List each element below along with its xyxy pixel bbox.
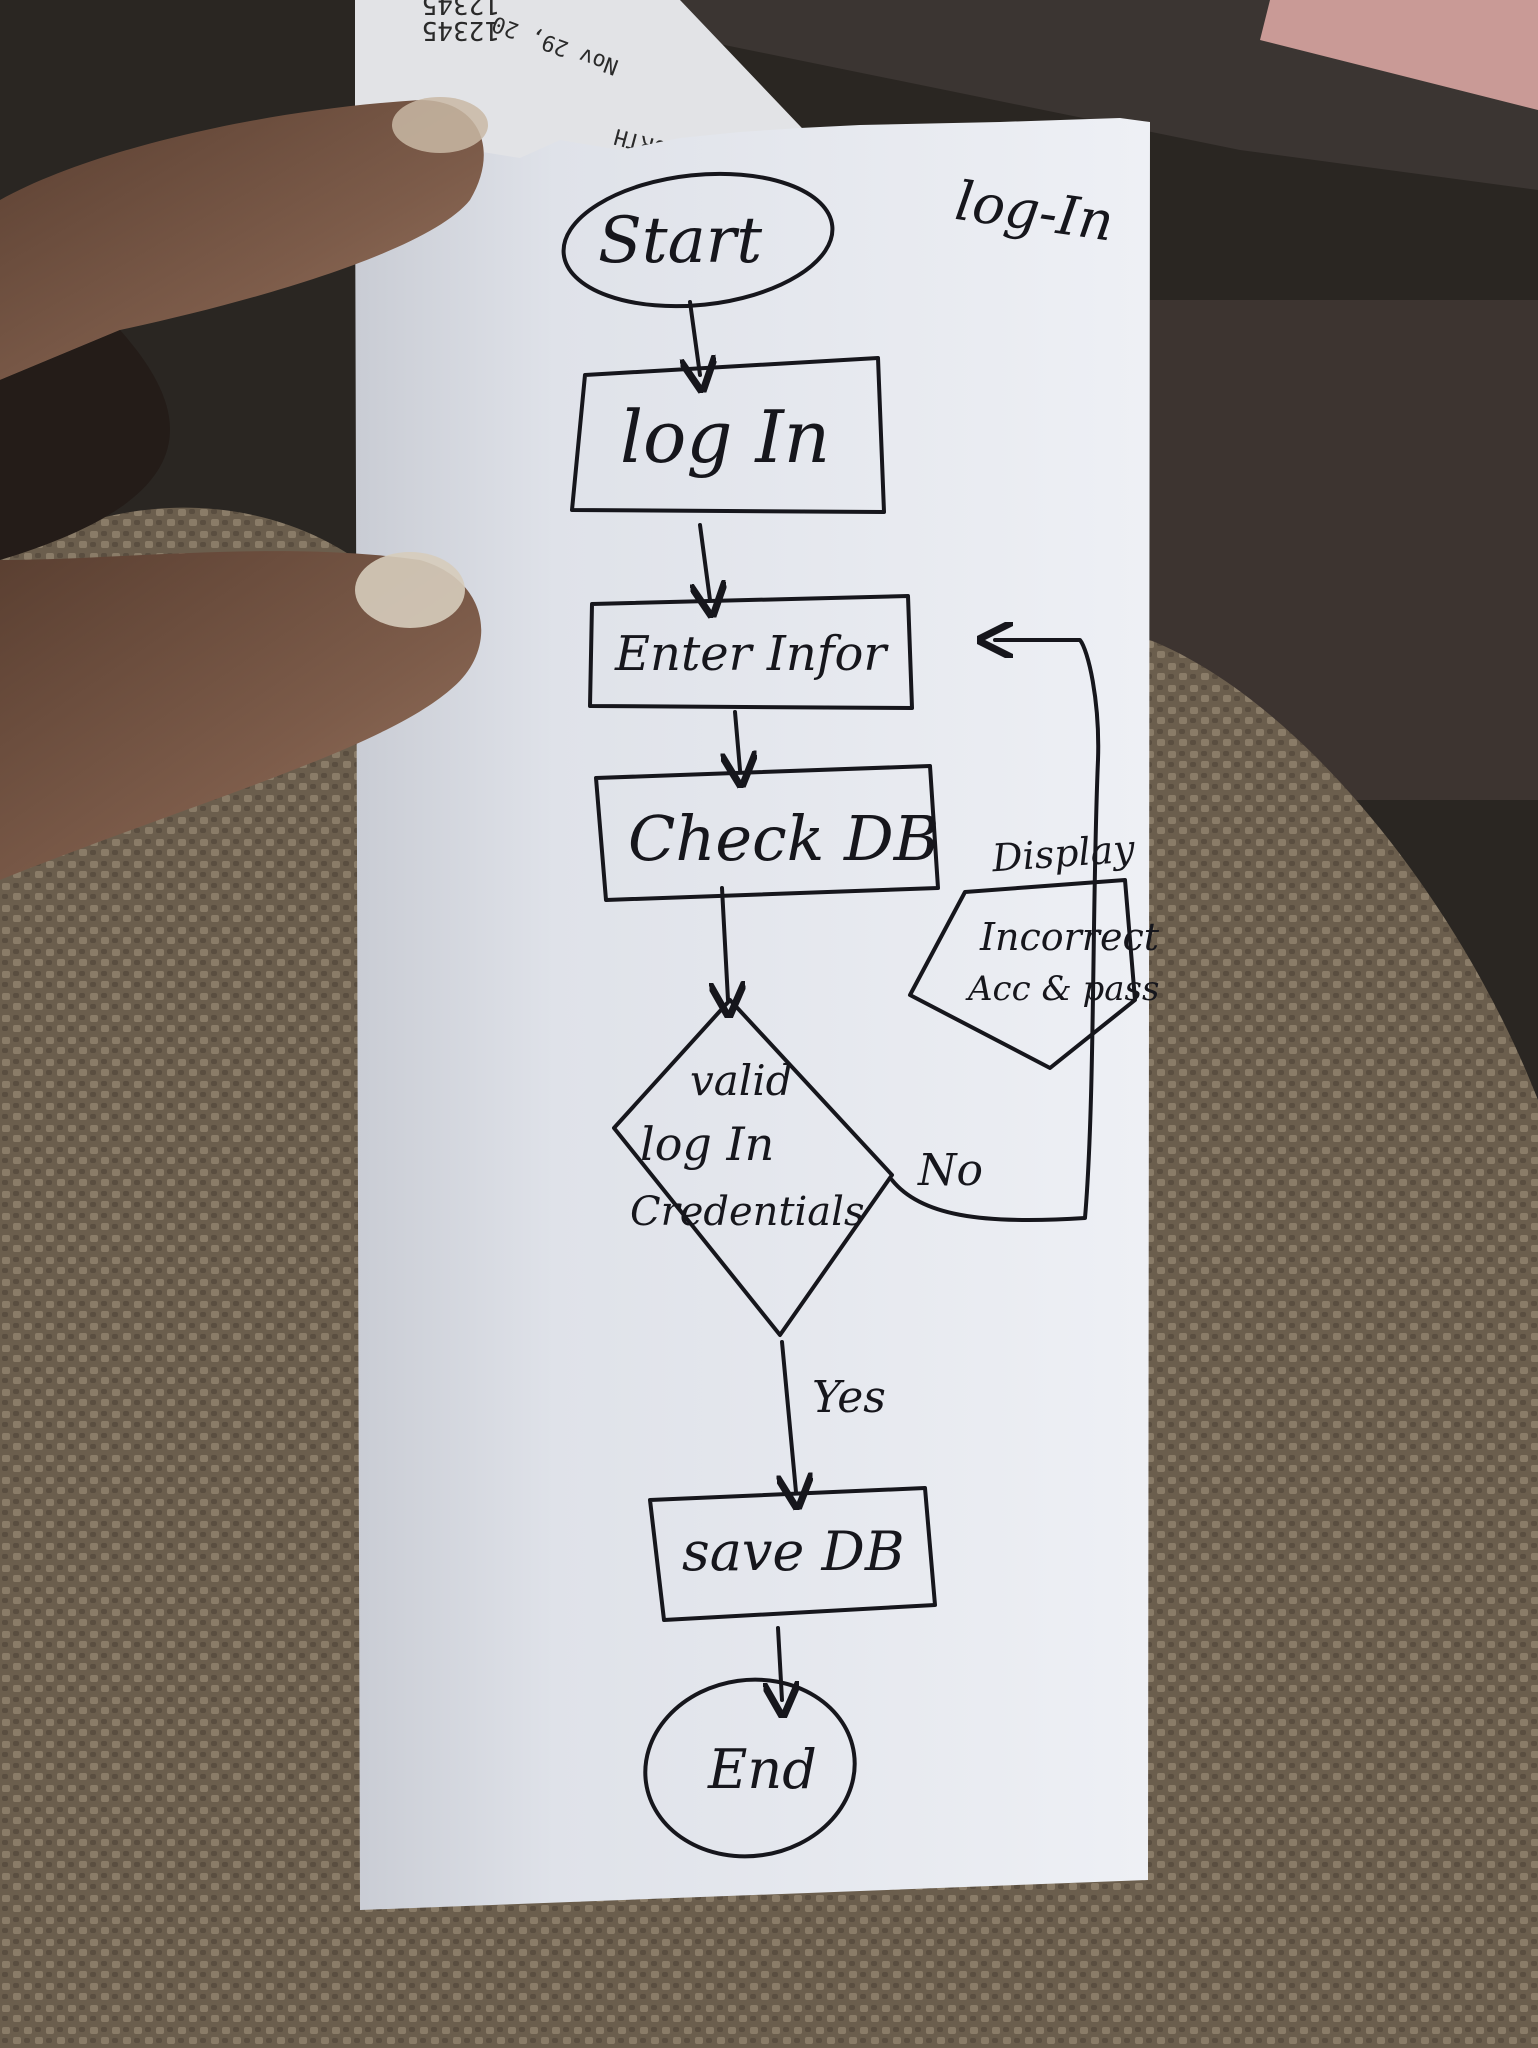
decision-line-2: log In	[640, 1117, 774, 1171]
check-db-node-label: Check DB	[628, 802, 939, 875]
login-node-label: log In	[620, 395, 830, 479]
edge-check-decision	[722, 886, 728, 1000]
decision-line-3: Credentials	[630, 1189, 864, 1235]
edge-yes	[782, 1340, 796, 1492]
enter-info-node-label: Enter Infor	[614, 626, 889, 682]
display-label: Display	[990, 826, 1137, 880]
end-node-shape	[643, 1677, 857, 1859]
yes-label: Yes	[812, 1372, 886, 1423]
start-node-shape	[561, 171, 835, 309]
edge-login-enter	[700, 523, 710, 600]
error-output-shape	[908, 878, 1137, 1070]
enter-info-node-shape	[588, 594, 914, 710]
decision-line-1: valid	[690, 1056, 793, 1105]
edge-save-end	[778, 1626, 782, 1700]
edge-start-login	[690, 300, 700, 375]
save-db-node-shape	[648, 1486, 937, 1622]
save-db-node-label: save DB	[682, 1520, 905, 1583]
check-db-node-shape	[594, 764, 940, 902]
edge-enter-check	[735, 710, 740, 770]
paper-slip	[355, 118, 1150, 1910]
edge-no-loop	[890, 640, 1101, 1223]
error-line-2: Acc & pass	[965, 969, 1159, 1009]
login-node-shape	[570, 356, 886, 514]
no-label: No	[917, 1145, 983, 1196]
error-line-1: Incorrect	[979, 915, 1160, 959]
decision-node-shape	[612, 998, 894, 1337]
receipt-number-1: 12345	[422, 15, 500, 45]
flowchart: log-In Start log In Enter Infor Check DB…	[561, 169, 1160, 1859]
pink-card	[1260, 0, 1538, 110]
receipt-number-2: 12345	[422, 0, 500, 19]
end-node-label: End	[707, 1738, 817, 1801]
start-node-label: Start	[598, 204, 762, 278]
hand	[0, 97, 488, 880]
